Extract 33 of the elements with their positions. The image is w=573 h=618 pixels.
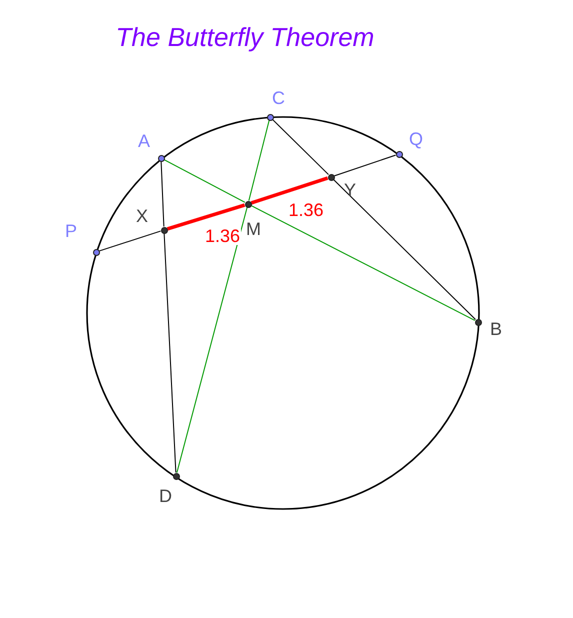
line-segment [164, 233, 176, 473]
line-segment [333, 178, 476, 320]
line-segment [160, 161, 164, 227]
line-segment [272, 118, 329, 176]
edge-label: 1.36 [204, 227, 242, 245]
point [328, 174, 334, 180]
point-label: C [272, 89, 285, 107]
point [474, 318, 482, 326]
line-segment [250, 176, 328, 205]
point [396, 150, 402, 158]
line-segment [250, 205, 476, 321]
line-segment [164, 159, 246, 203]
point [244, 200, 252, 208]
point-label: Q [409, 130, 424, 148]
point [172, 472, 180, 480]
point-label: P [65, 222, 78, 240]
point-label: A [138, 132, 150, 150]
point-label: M [246, 220, 261, 238]
point-label: Y [344, 181, 356, 199]
line-segment [166, 203, 246, 231]
edge-label: 1.36 [288, 200, 325, 218]
point [160, 226, 168, 234]
line-segment [98, 230, 162, 252]
line-segment [334, 154, 396, 176]
point [158, 154, 164, 162]
point [92, 248, 100, 256]
point-label: X [136, 207, 148, 225]
point-label: B [490, 320, 502, 338]
point-label: D [159, 487, 172, 505]
point [266, 114, 274, 120]
line-segment [248, 120, 270, 202]
title: The Butterfly Theorem [114, 22, 376, 53]
line-segment [176, 206, 248, 474]
